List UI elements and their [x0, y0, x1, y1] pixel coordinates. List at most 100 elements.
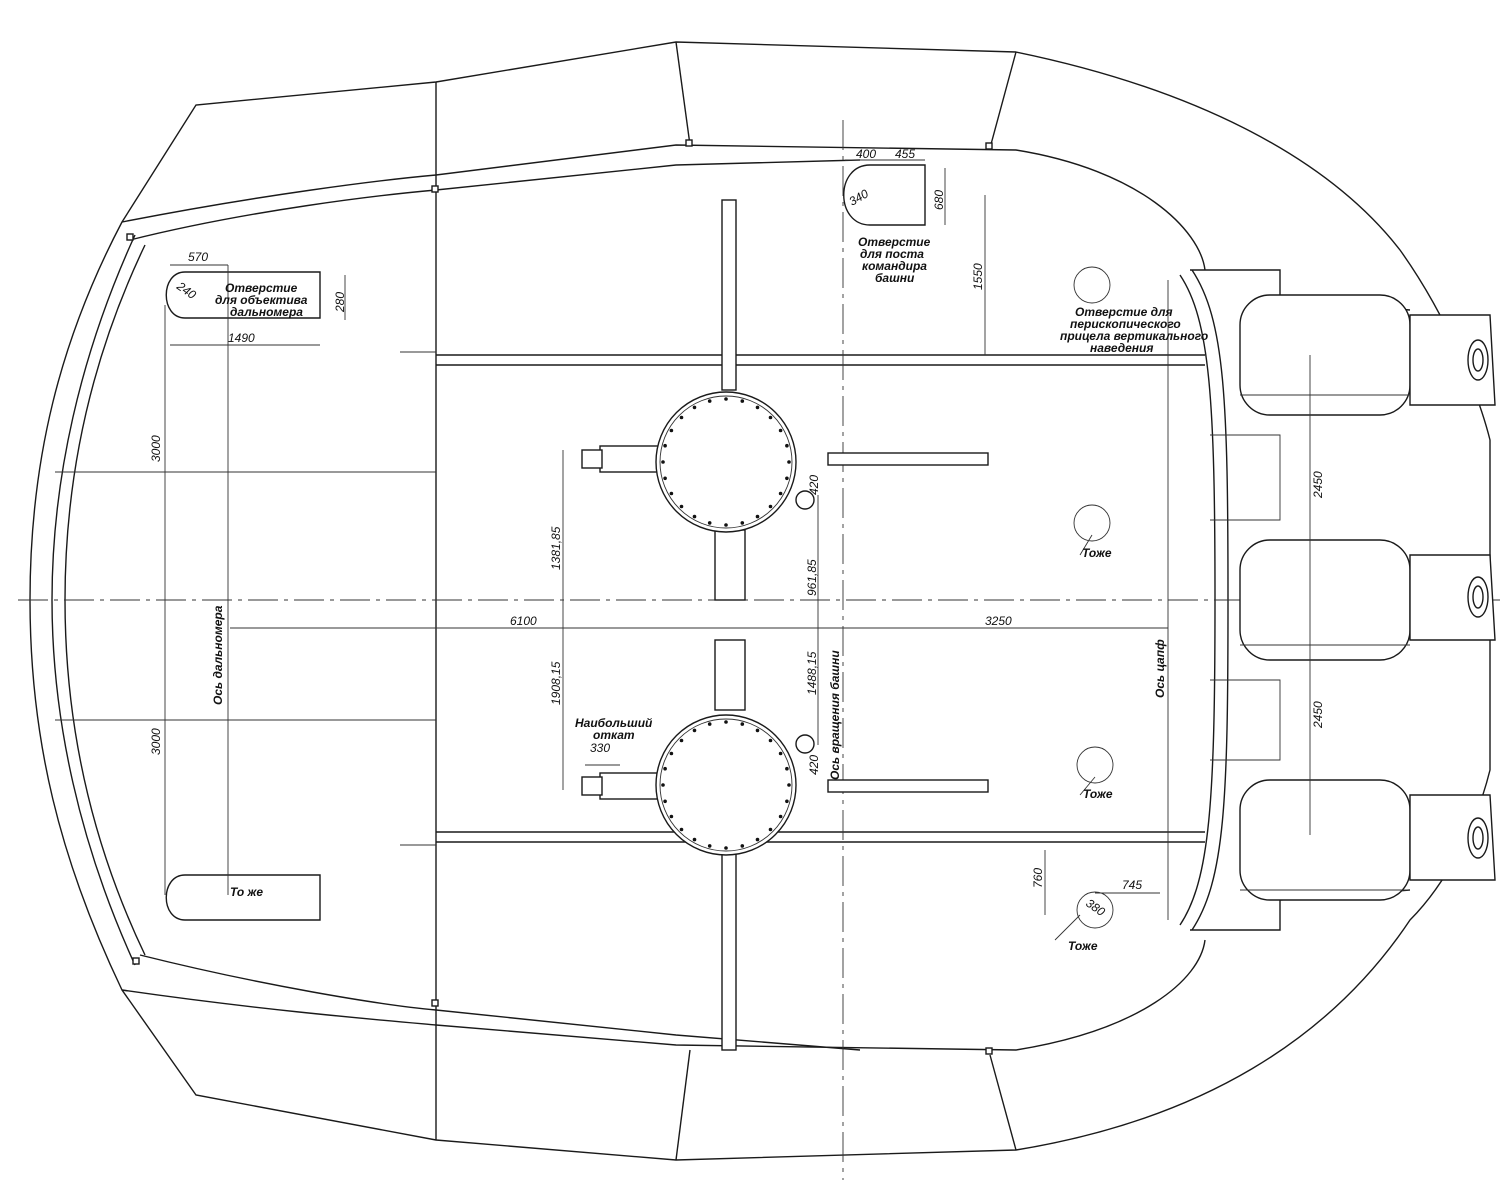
rivet [679, 738, 684, 743]
rivet [768, 827, 773, 832]
periscope-hole-1 [1073, 266, 1111, 304]
rivet [679, 415, 684, 420]
dim-2450-bottom: 2450 [1311, 701, 1325, 729]
dimension-values: 570 240 280 1490 3000 3000 400 455 340 6… [149, 147, 1325, 919]
dim-961: 961,85 [805, 559, 819, 596]
rivet [663, 766, 667, 771]
dim-2450-top: 2450 [1311, 471, 1325, 499]
rivet [785, 443, 789, 448]
rivet [740, 844, 745, 848]
rivet [755, 728, 760, 733]
same-label-2: Тоже [1083, 787, 1113, 801]
dim-680: 680 [932, 190, 946, 210]
rivet [768, 415, 773, 420]
rivet [787, 460, 791, 464]
rivet [669, 751, 674, 756]
rivet [663, 443, 667, 448]
dim-1908: 1908,15 [549, 661, 563, 705]
dim-380: 380 [1083, 896, 1108, 919]
rivet [724, 846, 728, 850]
rangefinder-lens-hole [165, 271, 321, 319]
rivet [778, 751, 783, 756]
dim-420-bottom: 420 [807, 755, 821, 775]
dim-3000-top: 3000 [149, 435, 163, 462]
periscope-hole-3 [1076, 746, 1114, 784]
gun-middle [1239, 539, 1496, 661]
periscope-hole-2 [1073, 504, 1111, 542]
dim-760: 760 [1031, 868, 1045, 888]
rivet [755, 837, 760, 842]
gun-barrels [1210, 294, 1496, 901]
periscope-hole-label-2: перископического [1070, 317, 1181, 331]
dim-1488: 1488,15 [805, 651, 819, 695]
same-label-1: Тоже [1082, 546, 1112, 560]
rivet [724, 523, 728, 527]
dim-745: 745 [1122, 878, 1142, 892]
same-label-3: Тоже [1068, 939, 1098, 953]
rivet [778, 491, 783, 496]
rivet [663, 799, 667, 804]
rivet [740, 722, 745, 726]
trunnion-axis-label: Ось цапф [1153, 639, 1167, 698]
rivet [785, 476, 789, 481]
rivet [787, 783, 791, 787]
rivet [785, 799, 789, 804]
rangefinder-lens-label-2: для объектива [215, 293, 308, 307]
rivet [707, 844, 712, 848]
rotation-mechanism-top [581, 199, 989, 601]
periscope-hole-4 [1076, 891, 1114, 929]
dim-330: 330 [590, 741, 610, 755]
periscope-hole-label-1: Отверстие для [1075, 305, 1173, 319]
periscope-hole-label-3: прицела вертикального [1060, 329, 1208, 343]
rivet [669, 814, 674, 819]
rivet [661, 460, 665, 464]
dim-3000-bottom: 3000 [149, 728, 163, 755]
rangefinder-axis-label: Ось дальномера [211, 605, 225, 705]
rivet [692, 837, 697, 842]
rangefinder-lens-label-1: Отверстие [225, 281, 298, 295]
commander-hole-label-2: для поста [860, 247, 924, 261]
rivet [778, 814, 783, 819]
rivet [679, 504, 684, 509]
dim-1381: 1381,85 [549, 526, 563, 570]
dim-570: 570 [188, 250, 208, 264]
rotation-mechanism-bottom [581, 639, 989, 1051]
dim-420-top: 420 [807, 475, 821, 495]
rivet [768, 504, 773, 509]
max-recoil-label-1: Наибольший [575, 716, 653, 730]
rivet [692, 728, 697, 733]
rivet [768, 738, 773, 743]
gun-bottom [1239, 779, 1496, 901]
commander-hole-label-4: башни [875, 271, 915, 285]
text-labels: Отверстие для объектива дальномера То же… [211, 235, 1208, 953]
dim-1490: 1490 [228, 331, 255, 345]
rangefinder-same-label: То же [230, 885, 263, 899]
rivet [778, 428, 783, 433]
rivet [692, 514, 697, 519]
rivet [707, 521, 712, 525]
rivet [661, 783, 665, 787]
rivet [724, 720, 728, 724]
rivet [740, 521, 745, 525]
rangefinder-hole-bottom [165, 874, 321, 921]
commander-hole-label-1: Отверстие [858, 235, 931, 249]
rivet [707, 399, 712, 403]
rivet [669, 428, 674, 433]
dim-6100: 6100 [510, 614, 537, 628]
rivet [692, 405, 697, 410]
gun-top [1239, 294, 1496, 416]
rivet [679, 827, 684, 832]
dim-455: 455 [895, 147, 915, 161]
dim-3250: 3250 [985, 614, 1012, 628]
rivet [740, 399, 745, 403]
dim-1550: 1550 [971, 263, 985, 290]
commander-hole [843, 164, 926, 226]
rivet [707, 722, 712, 726]
rivet [785, 766, 789, 771]
dim-280: 280 [333, 292, 347, 313]
rivet [755, 514, 760, 519]
roof-openings [165, 164, 1114, 929]
dim-400: 400 [856, 147, 876, 161]
commander-hole-label-3: командира [862, 259, 927, 273]
